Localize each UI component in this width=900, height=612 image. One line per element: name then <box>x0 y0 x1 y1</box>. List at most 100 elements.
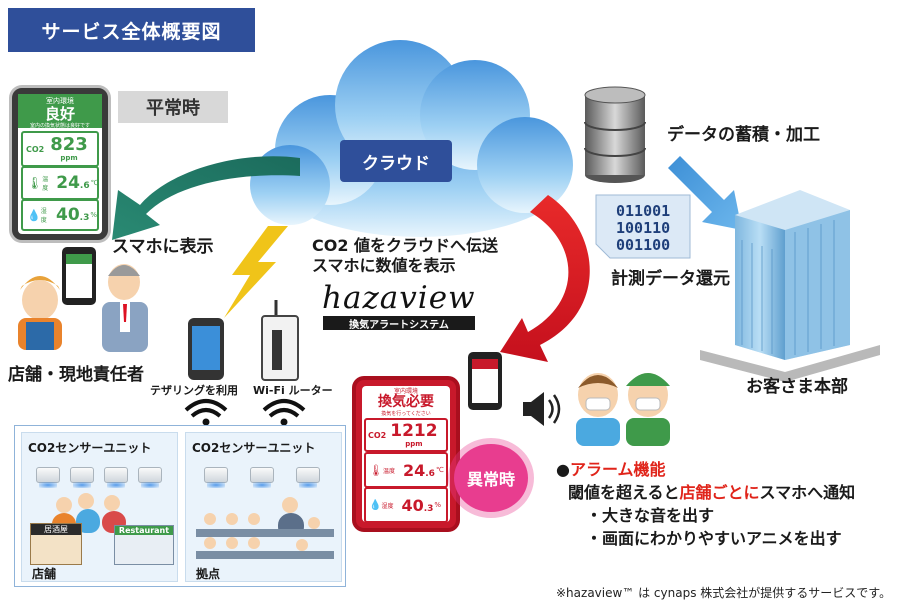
temp-int: 24 <box>402 460 426 480</box>
database-icon <box>584 86 646 183</box>
red-arrow-icon <box>500 195 590 362</box>
normal-phone-card: 室内環境 良好 室内の換気状態は良好です CO2 823 ppm 🌡 温度 24… <box>12 88 108 240</box>
binary-line: 011001 <box>616 202 671 220</box>
alarm-feature-item: ・画面にわかりやすいアニメを出す <box>586 529 842 548</box>
temp-unit: ℃ <box>90 179 99 187</box>
sensor-cube-icon <box>138 467 162 488</box>
person-icon <box>248 513 260 525</box>
person-icon <box>104 495 120 511</box>
staff-label: 店舗・現地責任者 <box>8 365 144 385</box>
normal-hum-row: 💧 湿度 40.3 % <box>21 199 99 231</box>
sensor-cube-icon <box>36 467 60 488</box>
sensor-cube-icon <box>204 467 228 488</box>
thermometer-icon: 🌡 <box>27 176 43 190</box>
sensor-cube-icon <box>296 467 320 488</box>
thermometer-icon: 🌡 <box>369 463 383 477</box>
wifi-router-icon <box>261 300 306 426</box>
alarm-line1-highlight: 店舗ごとに <box>679 483 760 502</box>
sensor-unit-title: CO2センサーユニット <box>192 441 316 455</box>
temp-value: 24.6 <box>403 461 435 480</box>
binary-data: 011001 100110 001100 <box>616 203 670 254</box>
alarm-line1-post: スマホへ通知 <box>759 483 856 502</box>
person-icon <box>226 513 238 525</box>
co2-label: CO2 <box>368 430 387 440</box>
building-icon <box>700 190 880 382</box>
temp-label: 温度 <box>42 176 49 192</box>
binary-line: 001100 <box>616 236 671 254</box>
staff-people-icon <box>18 264 148 352</box>
temp-decimal: .6 <box>79 181 90 191</box>
droplet-icon: 💧 <box>369 499 382 511</box>
hum-value: 40.3 <box>56 205 89 225</box>
co2-unit: ppm <box>60 154 78 162</box>
send-line: CO2 値をクラウドへ伝送 <box>312 236 499 255</box>
send-line: スマホに数値を表示 <box>312 256 456 275</box>
alarm-temp-row: 🌡 温度 24.6 ℃ <box>364 452 448 488</box>
restaurant-sign: Restaurant <box>115 526 173 535</box>
masked-people-icon <box>576 373 670 446</box>
alarm-status: 換気必要 <box>378 394 434 410</box>
brand-logo: hazaview <box>322 280 476 316</box>
person-icon <box>296 539 308 551</box>
small-phone-alarm-icon <box>468 352 502 410</box>
person-icon <box>78 493 94 509</box>
alarm-feature-title: アラーム機能 <box>569 460 666 479</box>
co2-unit: ppm <box>405 439 423 448</box>
normal-label: 平常時 <box>118 91 228 123</box>
send-text: CO2 値をクラウドへ伝送 スマホに数値を表示 <box>312 236 498 276</box>
bullet: ● <box>556 460 570 479</box>
store-caption: 店舗 <box>32 567 57 581</box>
person-icon <box>204 513 216 525</box>
temp-unit: ℃ <box>435 466 444 474</box>
green-arrow-icon <box>112 156 300 240</box>
alarm-feature-line1: 閾値を超えると店舗ごとにスマホへ通知 <box>556 481 855 504</box>
person-icon <box>226 537 238 549</box>
normal-status: 良好 <box>44 105 75 123</box>
sensor-group-base: CO2センサーユニット 拠点 <box>185 432 342 582</box>
alarm-line1-pre: 閾値を超えると <box>568 483 680 502</box>
alarm-feature-title-row: ●アラーム機能 <box>556 458 855 481</box>
person-icon <box>204 537 216 549</box>
alarm-co2-row: CO2 1212 ppm <box>364 418 448 452</box>
normal-temp-row: 🌡 温度 24.6 ℃ <box>21 166 99 200</box>
hum-unit: % <box>434 501 442 509</box>
temp-label: 温度 <box>382 467 395 475</box>
speaker-icon <box>523 392 561 426</box>
sensor-group-store: CO2センサーユニット 居酒屋 Restaurant 店舗 <box>21 432 178 582</box>
co2-value: 823 <box>50 134 88 155</box>
cloud-icon <box>250 40 573 237</box>
hum-value: 40.3 <box>401 496 433 515</box>
person-icon <box>248 537 260 549</box>
sensor-cube-icon <box>104 467 128 488</box>
brand-subtitle: 換気アラートシステム <box>323 316 475 331</box>
sensor-unit-title: CO2センサーユニット <box>28 441 152 455</box>
izakaya-sign: 居酒屋 <box>31 524 81 535</box>
normal-header: 室内環境 <box>46 97 74 105</box>
hum-label: 湿度 <box>381 502 394 510</box>
temp-value: 24.6 <box>56 173 89 193</box>
droplet-icon: 💧 <box>27 208 41 222</box>
storage-label: データの蓄積・加工 <box>667 125 820 145</box>
tethering-phone-icon <box>184 318 228 426</box>
co2-value: 1212 <box>390 420 438 441</box>
temp-int: 24 <box>56 173 80 193</box>
alarm-feature: ●アラーム機能 閾値を超えると店舗ごとにスマホへ通知 ・大きな音を出す ・画面に… <box>556 458 855 550</box>
hum-int: 40 <box>401 495 424 515</box>
cloud-label: クラウド <box>340 140 452 182</box>
smartphone-display-label: スマホに表示 <box>112 237 214 257</box>
alarm-feature-item: ・大きな音を出す <box>586 506 715 525</box>
hq-label: お客さま本部 <box>746 377 848 397</box>
alarm-note: 換気を行ってください <box>381 411 431 417</box>
title-banner: サービス全体概要図 <box>8 8 255 52</box>
sensor-cube-icon <box>250 467 274 488</box>
router-label: Wi-Fi ルーター <box>253 384 333 397</box>
izakaya-shop-icon: 居酒屋 <box>30 523 82 565</box>
blue-arrow-icon <box>668 156 742 230</box>
base-caption: 拠点 <box>196 567 221 581</box>
alarm-hum-row: 💧 湿度 40.3 % <box>364 487 448 523</box>
desk-row-icon <box>196 529 334 537</box>
hum-int: 40 <box>55 205 80 225</box>
alarm-status-header: 室内環境 換気必要 換気を行ってください <box>362 386 450 417</box>
hum-decimal: .3 <box>423 503 434 514</box>
sensor-panel: CO2センサーユニット 居酒屋 Restaurant 店舗 CO2センサーユニッ… <box>14 425 346 587</box>
